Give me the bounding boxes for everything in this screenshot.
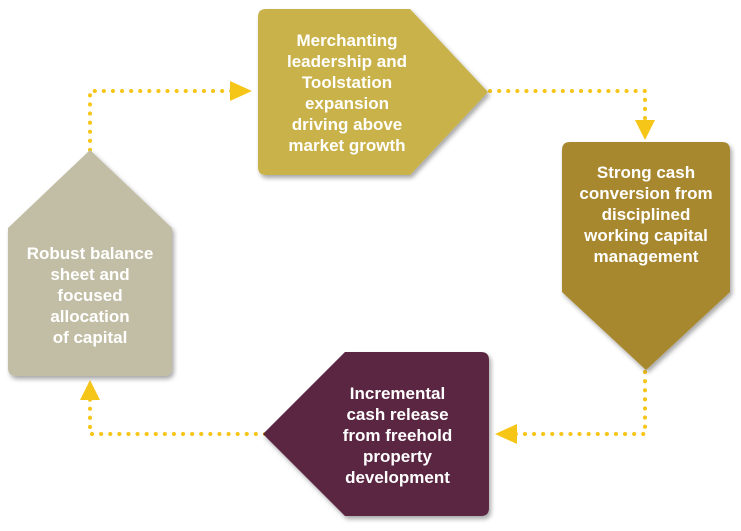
node-cash-conversion-label: Strong cash conversion from disciplined … (579, 162, 713, 266)
arrowhead-to-cash-release (495, 424, 517, 444)
node-balance-sheet-shape (8, 150, 172, 376)
connector-cash-release-to-balance (88, 396, 267, 436)
node-cash-release-shape (263, 352, 489, 516)
node-cash-conversion-shape (562, 142, 730, 370)
connectors (88, 89, 647, 436)
arrowhead-to-merchanting (230, 81, 252, 101)
node-merchanting-label: Merchanting leadership and Toolstation e… (287, 31, 407, 155)
arrowhead-to-cash-conversion (635, 120, 655, 140)
arrowhead-to-balance (80, 380, 100, 400)
arrowheads (80, 81, 655, 444)
node-merchanting-shape (258, 9, 488, 175)
node-balance-sheet-label: Robust balance sheet and focused allocat… (26, 243, 154, 347)
node-cash-release-label: Incremental cash release from freehold p… (342, 383, 453, 487)
connector-balance-to-merchanting (88, 89, 234, 152)
connector-cash-conversion-to-cash-release (513, 370, 647, 436)
connector-merchanting-to-cash-conversion (488, 89, 647, 124)
